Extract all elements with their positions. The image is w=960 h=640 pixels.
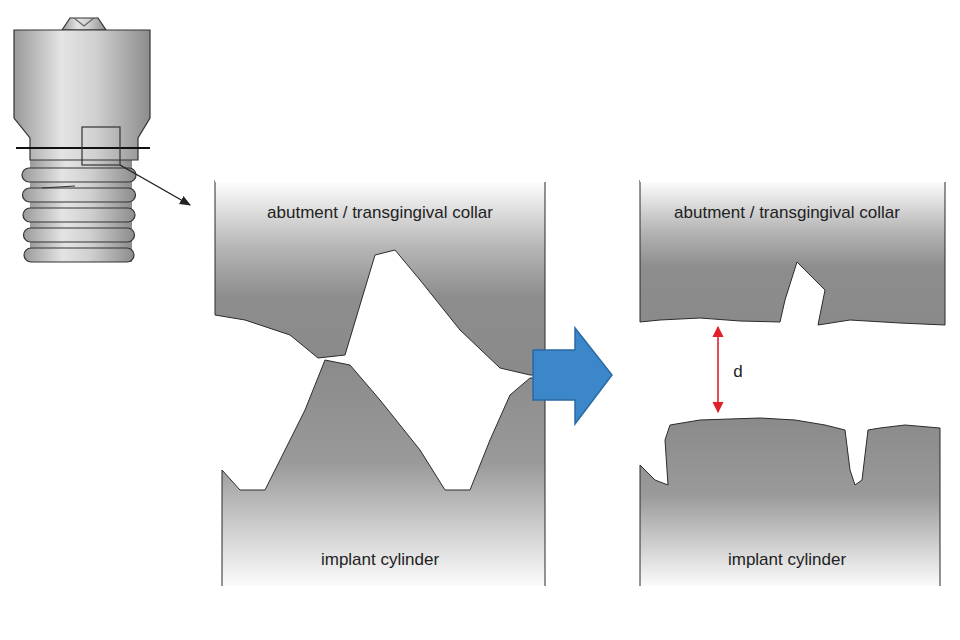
interface-after <box>638 178 947 592</box>
thread <box>23 208 135 222</box>
thread <box>22 168 136 182</box>
thread <box>24 248 134 262</box>
transition-arrow <box>533 328 612 424</box>
thread <box>24 228 135 242</box>
part-label: implant cylinder <box>321 550 439 570</box>
part-label: implant cylinder <box>728 550 846 570</box>
dimension-label: d <box>733 362 742 382</box>
part-label: abutment / transgingival collar <box>674 203 900 223</box>
part-label: abutment / transgingival collar <box>267 203 493 223</box>
screw-threads <box>22 160 136 262</box>
thread <box>23 188 136 202</box>
gap-dimension <box>717 327 719 412</box>
implant-overview <box>14 18 190 262</box>
interface-before <box>215 178 547 592</box>
